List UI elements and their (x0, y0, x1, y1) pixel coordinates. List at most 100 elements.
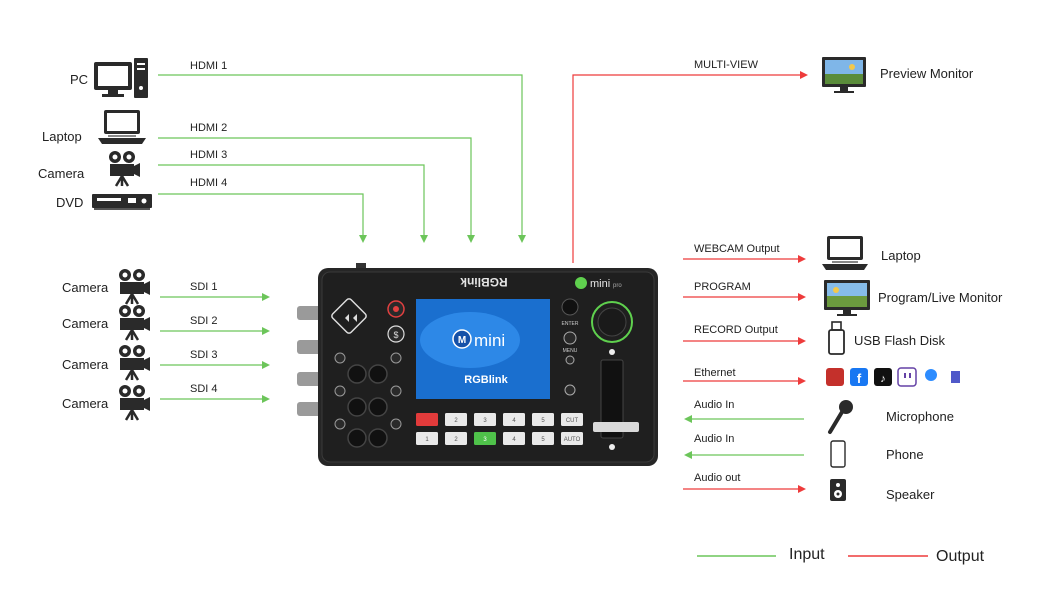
device-label-camera: Camera (62, 280, 109, 295)
device-label-speaker: Speaker (886, 487, 935, 502)
zoom-pad-icon (331, 298, 367, 334)
device-label-laptop-output: Laptop (881, 248, 921, 263)
audio-knobs (347, 364, 388, 448)
device-label-pc: PC (70, 72, 89, 87)
stream-button (387, 325, 405, 343)
screen-logo-icon (452, 329, 472, 349)
svg-text:1: 1 (425, 437, 429, 443)
device-label-preview-monitor: Preview Monitor (880, 66, 974, 81)
signal-label-audio-in-mic: Audio In (694, 399, 735, 411)
switcher-model-text: mini (590, 278, 610, 290)
signal-label-hdmi-2: HDMI 2 (190, 122, 228, 134)
laptop-icon (822, 236, 868, 270)
svg-text:3: 3 (483, 437, 487, 443)
svg-text:2: 2 (454, 437, 458, 443)
sdi-connectors (297, 306, 323, 416)
signal-label-webcam: WEBCAM Output (694, 243, 780, 255)
signal-label-multiview: MULTI-VIEW (694, 59, 758, 71)
hdmi-4-wire (158, 193, 367, 243)
signal-label-audio-out: Audio out (694, 472, 741, 484)
device-label-usb-flash-disk: USB Flash Disk (854, 333, 946, 348)
svg-text:CUT: CUT (566, 418, 579, 424)
dvd-player-icon (92, 194, 152, 210)
mini-logo-icon (575, 277, 587, 289)
joystick-ring (591, 301, 633, 343)
legend-output-label: Output (936, 548, 985, 565)
device-label-camera: Camera (62, 316, 109, 331)
device-label-program-monitor: Program/Live Monitor (878, 290, 1003, 305)
device-label-dvd: DVD (56, 195, 84, 210)
signal-label-sdi-1: SDI 1 (190, 281, 218, 293)
device-label-microphone: Microphone (886, 409, 954, 424)
usb-drive-icon (828, 321, 845, 355)
hdmi-2-wire (158, 137, 475, 243)
tiktok-icon (874, 368, 892, 386)
video-camera-icon (119, 269, 150, 305)
svg-text:4: 4 (512, 437, 516, 443)
svg-text:5: 5 (541, 418, 545, 424)
video-camera-icon (119, 345, 150, 381)
twitch-icon (897, 367, 917, 387)
phone-icon (830, 440, 846, 468)
device-label-laptop: Laptop (42, 129, 82, 144)
laptop-icon (98, 110, 146, 144)
small-side-buttons (334, 352, 402, 430)
hdmi-3-wire (158, 164, 428, 243)
svg-text:4: 4 (512, 418, 516, 424)
svg-text:5: 5 (541, 437, 545, 443)
monitor-icon (824, 280, 870, 316)
svg-text:$: $ (393, 330, 398, 340)
signal-label-program: PROGRAM (694, 281, 751, 293)
video-camera-icon (119, 305, 150, 341)
enter-label: ENTER (562, 321, 579, 327)
sdi-wires (160, 293, 270, 403)
t-bar-handle (593, 422, 639, 432)
hdmi-1-wire (158, 74, 526, 243)
svg-text:f: f (857, 371, 862, 386)
menu-label: MENU (563, 348, 578, 354)
speaker-icon (830, 479, 846, 501)
signal-label-ethernet: Ethernet (694, 367, 736, 379)
multiview-wire (572, 71, 808, 263)
svg-text:AUTO: AUTO (564, 437, 581, 443)
signal-label-hdmi-1: HDMI 1 (190, 60, 228, 72)
switcher-device: RGBlink mini pro $ (297, 263, 658, 466)
signal-label-hdmi-4: HDMI 4 (190, 177, 228, 189)
facebook-icon (850, 368, 868, 386)
pvw-button-row: 2 3 4 5 CUT (416, 413, 583, 426)
menu-button (563, 331, 577, 345)
t-bar-slot (600, 359, 624, 439)
youtube-icon (826, 368, 844, 386)
switcher-model-suffix: pro (613, 283, 622, 289)
signal-label-audio-in-phone: Audio In (694, 433, 735, 445)
signal-label-hdmi-3: HDMI 3 (190, 149, 228, 161)
pgm-button-row: 1 2 3 4 5 AUTO (416, 432, 583, 445)
svg-text:M: M (458, 335, 466, 346)
screen-model-text: mini (474, 331, 505, 350)
joystick-knob (597, 307, 627, 337)
signal-label-sdi-3: SDI 3 (190, 349, 218, 361)
device-label-camera: Camera (62, 396, 109, 411)
right-wires (683, 255, 806, 493)
enter-button (561, 298, 579, 316)
video-camera-icon (119, 385, 150, 421)
streaming-platforms-icons: f ♪ (826, 367, 964, 387)
device-label-phone: Phone (886, 447, 924, 462)
svg-text:♪: ♪ (880, 373, 886, 385)
microphone-icon (828, 400, 853, 434)
signal-label-sdi-4: SDI 4 (190, 383, 218, 395)
hdmi-wires (158, 74, 526, 243)
legend-input-label: Input (789, 546, 825, 563)
svg-text:3: 3 (483, 418, 487, 424)
svg-text:2: 2 (454, 418, 458, 424)
monitor-icon (822, 57, 866, 93)
switcher-brand-text: RGBlink (460, 275, 508, 289)
signal-label-record: RECORD Output (694, 324, 778, 336)
desktop-pc-icon (94, 58, 148, 98)
device-label-camera: Camera (62, 357, 109, 372)
device-label-camera: Camera (38, 166, 85, 181)
screen-brand-text: RGBlink (464, 374, 508, 386)
signal-label-sdi-2: SDI 2 (190, 315, 218, 327)
video-camera-icon (109, 151, 140, 187)
